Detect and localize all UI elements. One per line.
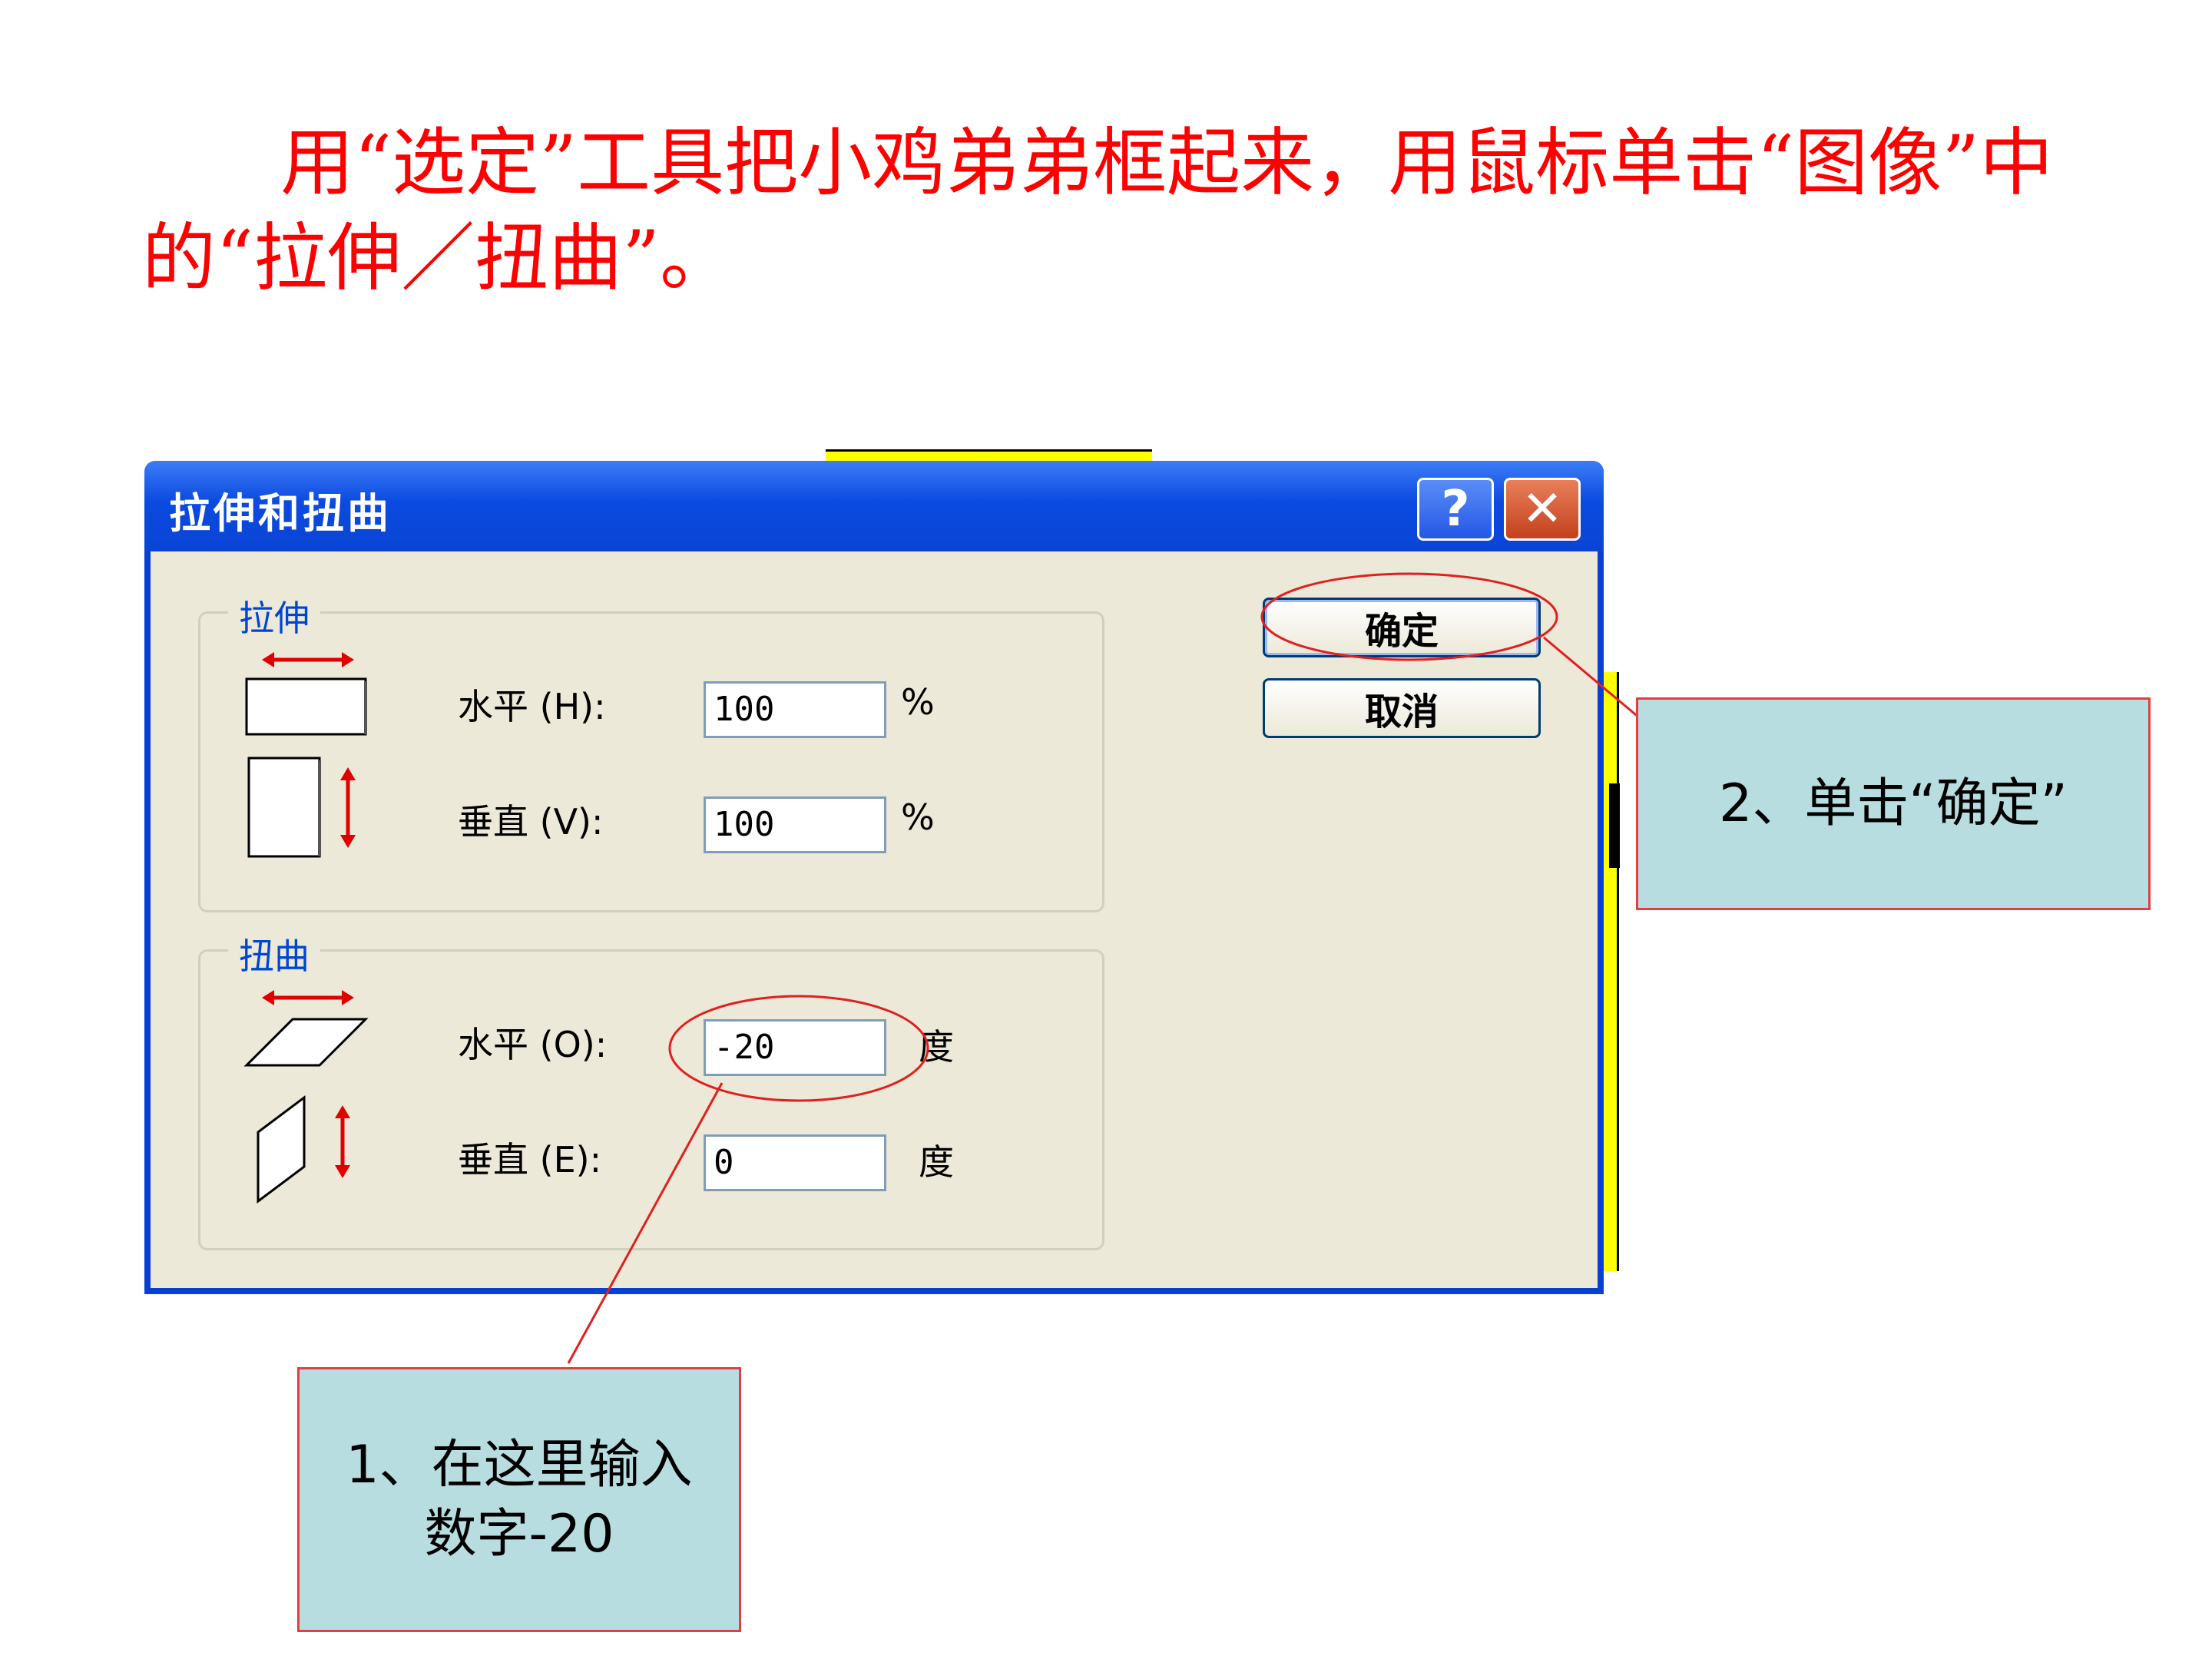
skew-horizontal-icon [243,990,369,1067]
step2-callout: 2、单击“确定” [1636,697,2151,910]
dialog-client-area: 拉伸 水平 (H): 100 % 垂直 (V): 100 % [151,551,1598,1288]
step1-callout-line2: 数字-20 [424,1503,614,1565]
stretch-horizontal-label: 水平 (H): [458,686,606,727]
step1-leader-line [567,1082,724,1364]
instruction-text: 用“选定”工具把小鸡弟弟框起来，用鼠标单击“图像”中的“拉伸／扭曲”。 [142,120,2054,301]
ok-button[interactable]: 确定 [1263,598,1541,657]
background-canvas-mark [1609,783,1620,868]
skew-vertical-icon [257,1095,350,1204]
dialog-titlebar[interactable]: 拉伸和扭曲 ? ✕ [144,461,1604,551]
skew-group: 扭曲 水平 (O): -20 度 垂直 (E): 0 度 [198,929,1104,1250]
step2-callout-text: 2、单击“确定” [1719,773,2068,834]
skew-horizontal-input[interactable]: -20 [704,1019,886,1076]
help-icon: ? [1441,481,1470,538]
help-button[interactable]: ? [1417,478,1494,541]
skew-vertical-input[interactable]: 0 [704,1134,886,1191]
skew-value-highlight-ellipse [668,995,929,1102]
close-icon: ✕ [1522,481,1563,538]
stretch-group-label: 拉伸 [228,591,320,641]
skew-vertical-label: 垂直 (E): [458,1139,602,1181]
stretch-vertical-label: 垂直 (V): [458,801,604,843]
cancel-button[interactable]: 取消 [1263,678,1541,738]
ok-highlight-ellipse [1260,572,1558,661]
stretch-vertical-unit: % [901,796,935,838]
close-button[interactable]: ✕ [1504,478,1581,541]
step1-callout-line1: 1、在这里输入 [346,1434,693,1495]
step2-leader-line [1543,636,1641,720]
stretch-group: 拉伸 水平 (H): 100 % 垂直 (V): 100 % [198,591,1104,912]
stretch-horizontal-icon [245,652,367,736]
stretch-horizontal-unit: % [901,681,935,723]
dialog-title: 拉伸和扭曲 [169,489,392,538]
step1-callout: 1、在这里输入 数字-20 [297,1367,741,1632]
stretch-horizontal-input[interactable]: 100 [704,681,886,738]
stretch-vertical-input[interactable]: 100 [704,796,886,853]
skew-group-label: 扭曲 [228,929,320,979]
stretch-skew-dialog: 拉伸和扭曲 ? ✕ 拉伸 水平 (H): 100 % [144,461,1604,1294]
skew-vertical-unit: 度 [919,1141,954,1183]
skew-horizontal-label: 水平 (O): [458,1024,608,1065]
stretch-vertical-icon [247,757,356,858]
